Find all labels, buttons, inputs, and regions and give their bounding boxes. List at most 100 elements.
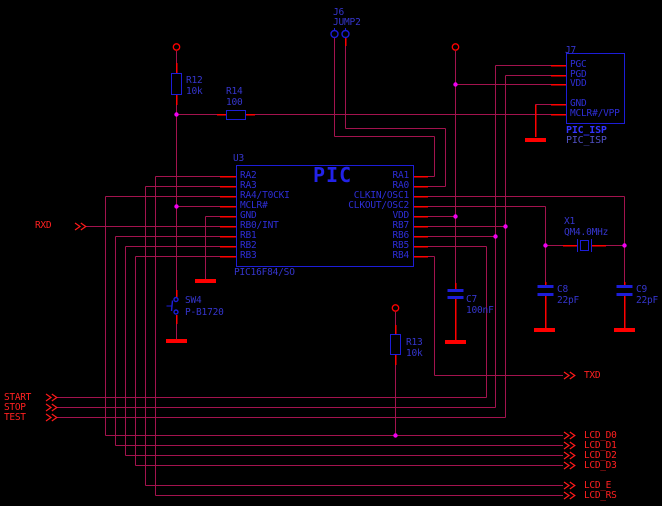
capacitor-plates — [447, 285, 633, 299]
junction-dot — [393, 433, 398, 438]
rxd-arrow-icon — [74, 222, 87, 231]
pic-ref: U3 — [233, 153, 245, 164]
component-symbols — [166, 28, 626, 356]
ground-symbol — [614, 328, 635, 332]
c9-value: 22pF — [636, 295, 659, 306]
c7-value: 100nF — [466, 305, 494, 316]
stop-arrow-icon — [45, 403, 58, 412]
pic-pin-label-ra3: RA3 — [240, 180, 257, 191]
switch-sw4-contact — [173, 296, 179, 303]
r14-ref: R14 — [226, 86, 243, 97]
supply-pin-circle — [391, 304, 400, 312]
ground-symbols — [166, 138, 635, 344]
net-wires — [57, 38, 625, 496]
pic-pin-label-rb1: RB1 — [240, 230, 257, 241]
port-label-test: TEST — [4, 412, 26, 423]
pic-pin-label-mclr: MCLR# — [240, 200, 268, 211]
pic-pin-label-osc1: CLKIN/OSC1 — [353, 190, 409, 201]
junction-dot — [453, 82, 458, 87]
test-arrow-icon — [45, 413, 58, 422]
pic-pin-label-gnd: GND — [240, 210, 257, 221]
pic-pin-label-ra2: RA2 — [240, 170, 257, 181]
lcd-d0-arrow-icon — [563, 431, 576, 440]
port-label-rxd: RXD — [35, 220, 52, 231]
isp-value: PIC_ISP — [566, 125, 607, 136]
sw4-part: P-B1720 — [185, 307, 224, 318]
lcd-d1-arrow-icon — [563, 441, 576, 450]
junction-dots — [174, 82, 627, 438]
pic-pin-label-rb5: RB5 — [392, 240, 409, 251]
r12-value: 10k — [186, 86, 203, 97]
jumper-pin-circle — [330, 29, 339, 39]
pic-pin-label-rb4: RB4 — [392, 250, 409, 261]
pic-pin-label-vdd: VDD — [392, 210, 409, 221]
pic-title: PIC — [313, 163, 353, 187]
port-label-start: START — [4, 392, 32, 403]
supply-pin-circle — [172, 43, 181, 51]
port-label-stop: STOP — [4, 402, 26, 413]
port-label-lcd-d3: LCD_D3 — [584, 460, 617, 471]
port-label-lcd-d1: LCD_D1 — [584, 440, 617, 451]
junction-dot — [543, 243, 548, 248]
pic-pin-label-rb3: RB3 — [240, 250, 257, 261]
junction-dot — [174, 112, 179, 117]
pic-pin-label-ra0: RA0 — [392, 180, 409, 191]
pic-pin-label-osc2: CLKOUT/OSC2 — [348, 200, 409, 211]
resistor-r12-body — [170, 72, 183, 96]
port-label-lcd-e: LCD_E — [584, 480, 612, 491]
capacitor-c7-plate — [447, 289, 464, 292]
switch-sw4-contact — [173, 309, 179, 315]
port-arrows — [45, 222, 576, 500]
capacitor-c9-plate — [616, 285, 633, 288]
pic-pin-label-rb6: RB6 — [392, 230, 409, 241]
lcd-rs-arrow-icon — [563, 491, 576, 500]
isp-header-box — [565, 52, 626, 125]
isp-pin-label-gnd: GND — [570, 98, 587, 109]
r13-ref: R13 — [406, 337, 423, 348]
lcd-e-arrow-icon — [563, 481, 576, 490]
jumper-ref: J6 — [333, 7, 345, 18]
x1-ref: X1 — [564, 216, 576, 227]
ground-symbol — [534, 328, 555, 332]
supply-pin-circle — [451, 43, 460, 51]
junction-dot — [493, 234, 498, 239]
pic-part: PIC16F84/SO — [234, 267, 295, 278]
lcd-d2-arrow-icon — [563, 451, 576, 460]
supply-pins — [172, 43, 460, 312]
c9-ref: C9 — [636, 284, 648, 295]
x1-value: QM4.0MHz — [564, 227, 609, 238]
junction-dot — [174, 204, 179, 209]
lcd-d3-arrow-icon — [563, 461, 576, 470]
capacitor-c9-plate — [616, 293, 633, 296]
ground-symbol — [525, 138, 546, 142]
txd-arrow-icon — [563, 371, 576, 380]
ground-symbol — [195, 279, 216, 283]
capacitor-c8-plate — [537, 285, 554, 288]
pic-pin-label-rb2: RB2 — [240, 240, 257, 251]
r14-value: 100 — [226, 97, 243, 108]
resistor-r13-body — [389, 333, 402, 356]
c8-value: 22pF — [557, 295, 580, 306]
junction-dot — [622, 243, 627, 248]
capacitor-c7-plate — [447, 296, 464, 299]
isp-pin-label-mclr: MCLR#/VPP — [570, 108, 620, 119]
pic-pin-label-rb0: RB0/INT — [240, 220, 279, 231]
isp-pin-label-pgd: PGD — [570, 69, 587, 80]
c8-ref: C8 — [557, 284, 569, 295]
isp-pin-label-pgc: PGC — [570, 59, 587, 70]
r12-ref: R12 — [186, 75, 203, 86]
port-label-lcd-d2: LCD_D2 — [584, 450, 617, 461]
c7-ref: C7 — [466, 294, 478, 305]
port-label-lcd-d0: LCD_D0 — [584, 430, 617, 441]
jumper-pin-circle — [341, 29, 350, 39]
junction-dot — [453, 214, 458, 219]
isp-part: PIC_ISP — [566, 135, 607, 146]
isp-ref: J7 — [565, 45, 577, 56]
junction-dot — [503, 224, 508, 229]
port-label-txd: TXD — [584, 370, 601, 381]
ground-symbol — [445, 340, 466, 344]
port-label-lcd-rs: LCD_RS — [584, 490, 617, 501]
jumper-part: JUMP2 — [333, 17, 361, 28]
ground-symbol — [166, 339, 187, 343]
